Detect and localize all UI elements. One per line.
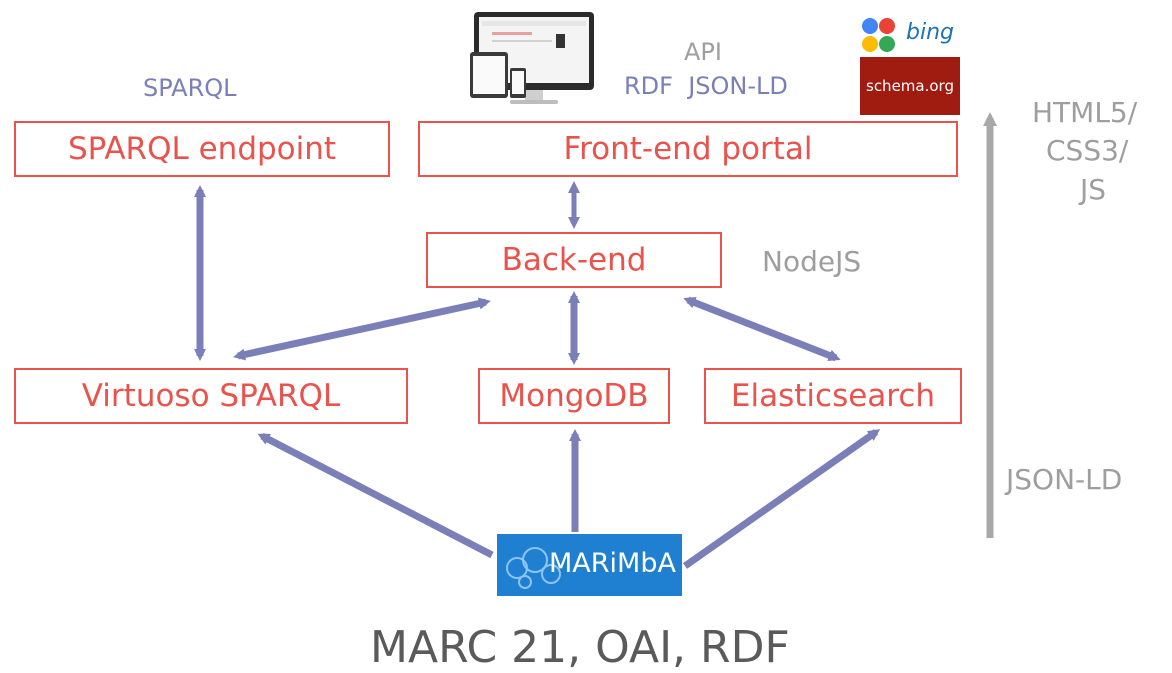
- css3-label: CSS3/: [1046, 134, 1129, 167]
- frontend-portal-node: Front-end portal: [418, 121, 958, 177]
- schema-org-logo: schema.org: [860, 57, 960, 115]
- arrow-backend-virtuoso: [233, 297, 491, 361]
- backend-node: Back-end: [426, 232, 722, 288]
- sparql-endpoint-node: SPARQL endpoint: [14, 121, 390, 177]
- mongodb-node: MongoDB: [478, 368, 670, 424]
- virtuoso-sparql-node: Virtuoso SPARQL: [14, 368, 408, 424]
- nodejs-label: NodeJS: [762, 245, 862, 278]
- elasticsearch-node: Elasticsearch: [704, 368, 962, 424]
- html5-label: HTML5/: [1032, 96, 1138, 129]
- bottom-label: MARC 21, OAI, RDF: [370, 622, 790, 673]
- arrow-backend-elasticsearch: [683, 296, 841, 362]
- devices-mockup-icon: [470, 12, 594, 104]
- js-label: JS: [1080, 173, 1107, 206]
- arrow-marimba-virtuoso: [257, 432, 494, 559]
- schema-org-text: schema.org: [866, 77, 954, 95]
- sparql-label: SPARQL: [143, 74, 237, 102]
- bing-logo: bing: [906, 20, 954, 45]
- marimba-text: MARiMbA: [549, 548, 676, 579]
- arrow-marimba-elasticsearch: [682, 429, 881, 569]
- jsonld-label: JSON-LD: [1006, 463, 1123, 496]
- marimba-logo: MARiMbA: [497, 534, 682, 596]
- google-logo-icon: [862, 18, 895, 52]
- rdf-jsonld-label: RDF JSON-LD: [624, 72, 788, 100]
- api-label: API: [684, 38, 722, 66]
- molecule-icon: [506, 547, 561, 589]
